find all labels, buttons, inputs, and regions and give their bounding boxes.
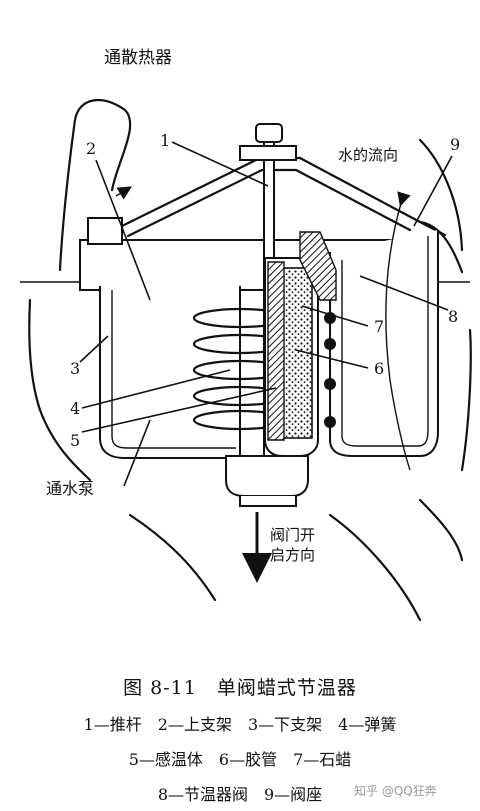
label-valve-open-2: 启方向 — [270, 546, 315, 564]
leader-lines — [79, 141, 453, 487]
valve-seat-lip — [418, 220, 464, 274]
callout-7: 7 — [374, 317, 384, 336]
upper-frame — [120, 156, 447, 237]
label-water-flow: 水的流向 — [338, 146, 398, 164]
nozzle-tip — [239, 496, 297, 507]
push-rod-nut — [255, 123, 283, 143]
mounting-boss — [87, 217, 123, 245]
upper-housing-outline — [58, 99, 472, 472]
rod-collar — [239, 145, 297, 161]
valve-cup — [329, 230, 439, 457]
water-flow-arrow-left — [115, 186, 133, 200]
callout-4: 4 — [70, 399, 80, 418]
legend-line-1: 1—推杆 2—上支架 3—下支架 4—弹簧 — [83, 715, 397, 734]
callout-8: 8 — [448, 307, 458, 326]
figure-caption-title: 图 8-11 单阀蜡式节温器 — [123, 677, 357, 699]
valve-sealing — [299, 231, 337, 301]
valve-cup-inner — [341, 236, 429, 447]
spring-sections — [324, 312, 336, 428]
bottom-nozzle — [225, 455, 309, 497]
callout-9: 9 — [450, 135, 460, 154]
callout-2: 2 — [86, 139, 96, 158]
callout-6: 6 — [374, 359, 384, 378]
label-valve-open-1: 阀门开 — [270, 526, 315, 544]
upper-frame-inner — [126, 168, 412, 238]
callout-3: 3 — [70, 359, 80, 378]
lower-frame-left-inner — [111, 290, 236, 449]
rubber-tube — [267, 261, 285, 441]
water-flow-arrow-right — [385, 191, 411, 471]
callout-5: 5 — [70, 431, 80, 450]
lower-housing-outline — [28, 298, 464, 622]
legend-line-2: 5—感温体 6—胶管 7—石蜡 — [128, 750, 352, 769]
label-to-pump: 通水泵 — [46, 479, 94, 498]
watermark: 知乎 @QQ狂奔 — [354, 784, 437, 798]
callout-1: 1 — [160, 131, 170, 150]
label-to-radiator: 通散热器 — [104, 48, 172, 68]
legend-line-3: 8—节温器阀 9—阀座 — [157, 785, 323, 804]
